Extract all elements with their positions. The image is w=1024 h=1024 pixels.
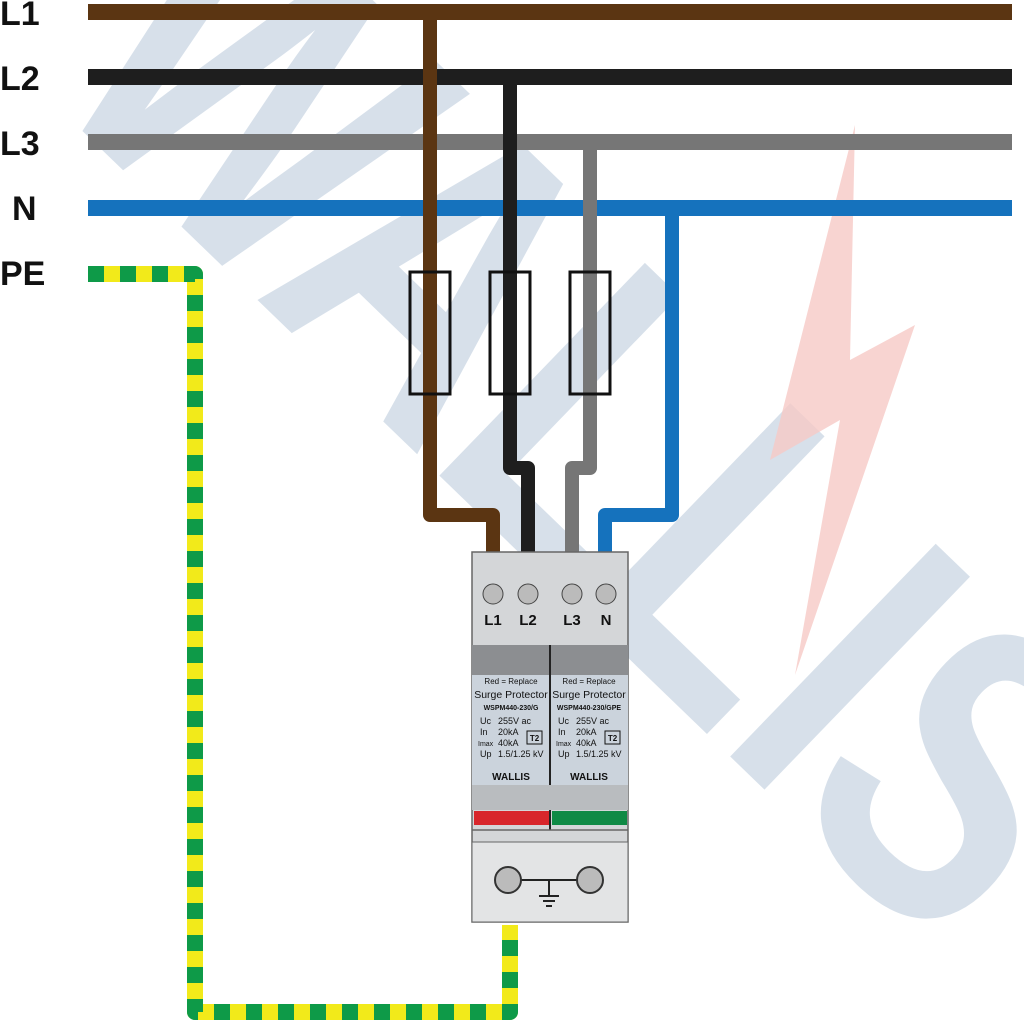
bus-l2 <box>88 69 1012 85</box>
pe-conductor <box>88 266 518 1020</box>
bus-n <box>88 200 1012 216</box>
spec-symbol: Imax <box>478 741 494 748</box>
spec-value: 1.5/1.25 kV <box>576 749 622 759</box>
surge-protector-device: L1 L2 L3 N Red = Replace Surge Protector… <box>471 551 629 923</box>
spec-symbol: Up <box>480 749 492 759</box>
label-l3: L3 <box>0 125 40 163</box>
status-indicator-green <box>552 811 627 825</box>
bus-labels: L1 L2 L3 N PE <box>0 0 45 293</box>
spec-value: 20kA <box>498 727 519 737</box>
module-2: Red = Replace Surge Protector WSPM440-23… <box>552 677 626 783</box>
terminal-screws <box>482 583 617 605</box>
spec-value: 20kA <box>576 727 597 737</box>
drop-l1 <box>423 12 500 552</box>
terminal-l1: L1 <box>484 612 502 629</box>
screw-icon <box>595 583 617 605</box>
spec-symbol: Imax <box>556 741 572 748</box>
fuse-l2 <box>488 270 532 396</box>
spec-value: 1.5/1.25 kV <box>498 749 544 759</box>
screw-icon <box>517 583 539 605</box>
indicator-note: Red = Replace <box>484 677 538 686</box>
bus-l1 <box>88 4 1012 20</box>
type-badge: T2 <box>608 734 618 743</box>
spec-symbol: Up <box>558 749 570 759</box>
spec-value: 40kA <box>498 738 519 748</box>
screw-icon <box>561 583 583 605</box>
fuse-l1 <box>408 270 452 396</box>
spec-value: 40kA <box>576 738 597 748</box>
bus-l3 <box>88 134 1012 150</box>
label-pe: PE <box>0 255 45 293</box>
fuses <box>408 270 612 396</box>
lightning-bolt-icon <box>770 125 915 675</box>
spec-symbol: Uc <box>480 716 491 726</box>
terminal-l2: L2 <box>519 612 537 629</box>
brand-logo: WALLIS <box>570 772 608 783</box>
ground-icon <box>539 880 559 907</box>
module-title: Surge Protector <box>474 689 548 701</box>
screw-icon <box>482 583 504 605</box>
spec-symbol: In <box>480 727 488 737</box>
pe-screw-icon <box>576 866 604 894</box>
label-l1: L1 <box>0 0 40 33</box>
label-n: N <box>12 190 37 228</box>
module-title: Surge Protector <box>552 689 626 701</box>
module-model: WSPM440-230/GPE <box>557 705 622 712</box>
module-1: Red = Replace Surge Protector WSPM440-23… <box>474 677 548 783</box>
drop-l3 <box>565 142 597 552</box>
spec-symbol: In <box>558 727 566 737</box>
spec-symbol: Uc <box>558 716 569 726</box>
fuse-l3 <box>568 270 612 396</box>
status-indicator-red <box>474 811 549 825</box>
brand-logo: WALLIS <box>492 772 530 783</box>
terminal-l3: L3 <box>563 612 581 629</box>
terminal-n: N <box>601 612 612 629</box>
bus-bars <box>88 4 1012 216</box>
label-l2: L2 <box>0 60 40 98</box>
module-model: WSPM440-230/G <box>484 705 539 712</box>
spec-value: 255V ac <box>498 716 532 726</box>
indicator-note: Red = Replace <box>562 677 616 686</box>
pe-screw-icon <box>494 866 522 894</box>
spec-value: 255V ac <box>576 716 610 726</box>
drop-n <box>598 208 679 552</box>
type-badge: T2 <box>530 734 540 743</box>
